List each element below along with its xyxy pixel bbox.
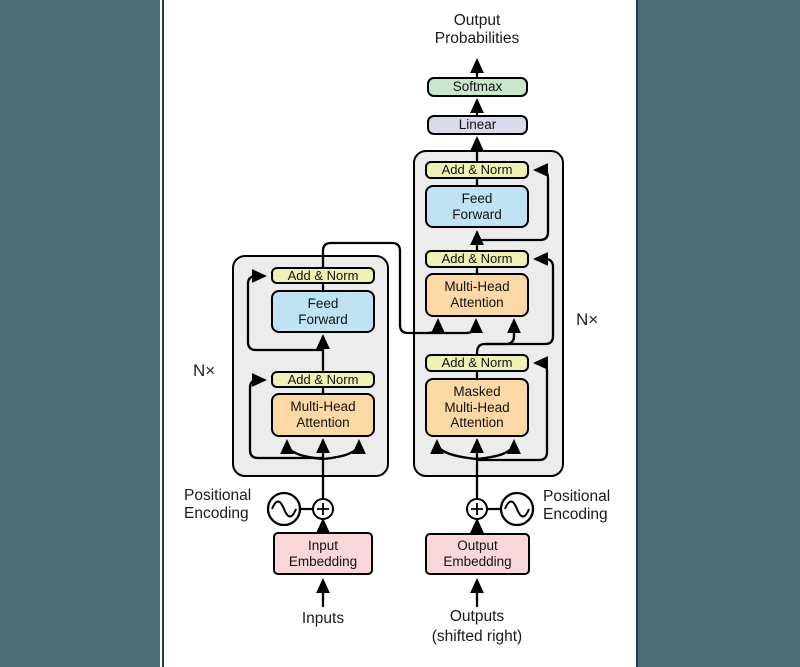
decoder-feed-forward-box: Feed Forward: [425, 185, 529, 228]
linear-box: Linear: [427, 115, 528, 135]
output-embedding-box: Output Embedding: [425, 533, 530, 575]
positional-encoding-label-left: Positional Encoding: [184, 487, 252, 522]
n-times-label-right: N×: [576, 310, 599, 329]
decoder-add-norm-middle-box: Add & Norm: [425, 250, 529, 268]
decoder-multi-head-attention-box: Multi-Head Attention: [425, 273, 529, 317]
encoder-add-norm-bottom-box: Add & Norm: [271, 371, 375, 388]
inputs-label: Inputs: [301, 610, 345, 627]
positional-encoding-sine-icon-left: [266, 491, 302, 527]
softmax-box: Softmax: [427, 77, 528, 97]
encoder-multi-head-attention-box: Multi-Head Attention: [271, 393, 375, 437]
outputs-shifted-right-label: Outputs (shifted right): [431, 608, 523, 645]
encoder-add-norm-top-box: Add & Norm: [271, 267, 375, 284]
positional-encoding-sine-icon-right: [499, 491, 535, 527]
n-times-label-left: N×: [193, 361, 216, 380]
right-panel-edge-line: [636, 0, 638, 667]
encoder-feed-forward-box: Feed Forward: [271, 290, 375, 333]
decoder-add-norm-top-box: Add & Norm: [425, 161, 529, 179]
input-embedding-box: Input Embedding: [273, 532, 373, 575]
add-icon-left: [312, 498, 334, 520]
decoder-add-norm-bottom-box: Add & Norm: [425, 354, 529, 372]
add-icon-right: [466, 498, 488, 520]
right-dark-panel: [638, 0, 800, 667]
encoder-stack: [232, 255, 389, 477]
left-panel-edge-line: [162, 0, 164, 667]
left-dark-panel: [0, 0, 160, 667]
masked-multi-head-attention-box: Masked Multi-Head Attention: [425, 378, 529, 437]
output-probabilities-label: Output Probabilities: [434, 12, 520, 47]
positional-encoding-label-right: Positional Encoding: [543, 488, 611, 523]
